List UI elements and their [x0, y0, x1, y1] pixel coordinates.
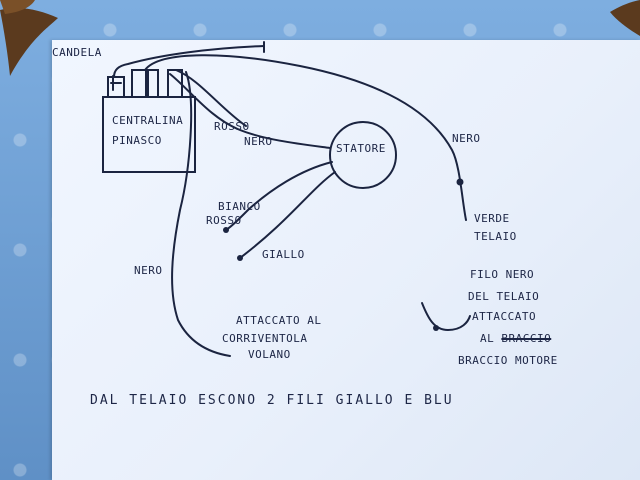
giallo-wire [239, 171, 336, 259]
label-filo-5: BRACCIO MOTORE [458, 354, 558, 367]
label-filo-4: AL BRACCIO [480, 332, 551, 346]
bianco-rosso-wire [225, 161, 333, 231]
nero-wire-to-telaio [144, 54, 467, 221]
rosso-nero-wire [169, 73, 331, 149]
label-rosso-mid: ROSSO [206, 214, 242, 227]
label-filo-2: DEL TELAIO [468, 290, 540, 303]
leaf-decoration-right [610, 0, 640, 36]
label-statore: STATORE [336, 142, 386, 155]
terminal-1 [107, 76, 125, 98]
label-attaccato-3: VOLANO [248, 348, 291, 361]
label-filo-4-prefix: AL [480, 332, 495, 345]
filo-nero-hook [421, 302, 471, 332]
terminal-2 [131, 69, 147, 98]
filo-nero-end [433, 325, 439, 331]
label-rosso-top: ROSSO [214, 120, 250, 133]
label-attaccato-2: CORRIVENTOLA [222, 332, 308, 345]
paper-sheet [52, 40, 640, 480]
label-candela: CANDELA [52, 46, 102, 59]
label-filo-3: ATTACCATO [472, 310, 537, 323]
label-filo-4-struck: BRACCIO [501, 332, 552, 345]
footer-note: DAL TELAIO ESCONO 2 FILI GIALLO E BLU [90, 393, 454, 408]
nero-wire-to-volano [171, 71, 231, 357]
candela-wire [113, 45, 265, 78]
label-nero-left: NERO [134, 264, 163, 277]
label-nero-right: NERO [452, 132, 481, 145]
giallo-end [237, 255, 243, 261]
terminal-3 [147, 69, 159, 98]
label-centralina: CENTRALINA [112, 114, 184, 127]
rosso-wire [175, 69, 247, 127]
junction-dot-telaio [456, 178, 464, 186]
label-giallo: GIALLO [262, 248, 305, 261]
label-bianco: BIANCO [218, 200, 261, 213]
leaf-decoration-left [0, 0, 58, 76]
label-filo-1: FILO NERO [470, 268, 535, 281]
label-verde: VERDE [474, 212, 510, 225]
label-pinasco: PINASCO [112, 134, 162, 147]
bianco-rosso-end [223, 227, 229, 233]
label-attaccato-1: ATTACCATO AL [236, 314, 322, 327]
label-telaio-right: TELAIO [474, 230, 517, 243]
statore-circle [329, 121, 397, 189]
label-nero-top: NERO [244, 135, 273, 148]
